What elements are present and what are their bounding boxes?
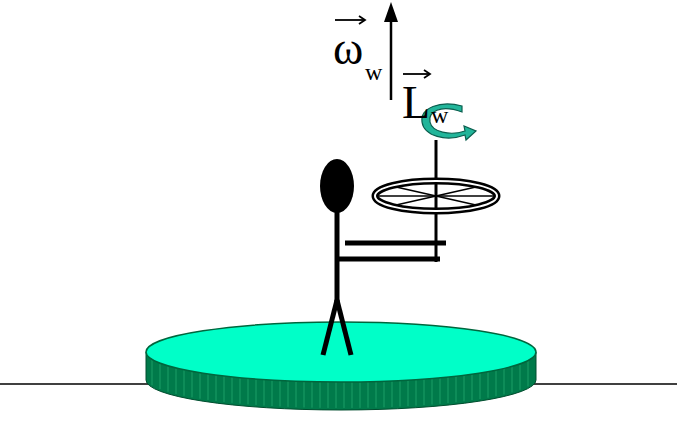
vector-arrow [390, 18, 393, 100]
vector-mark [335, 16, 365, 24]
subscript: w [431, 103, 448, 127]
vector-mark [403, 70, 430, 78]
arm [337, 257, 440, 262]
subscript: w [365, 60, 382, 84]
leg [337, 300, 351, 355]
turntable-top [146, 322, 536, 382]
head [320, 159, 354, 213]
symbol-l: L [402, 80, 430, 126]
wheel-axle [435, 140, 438, 262]
symbol-omega: ω [333, 26, 363, 72]
arrowhead [384, 2, 398, 22]
leg [323, 300, 337, 355]
bicycle-wheel [375, 181, 497, 211]
arm [345, 241, 446, 246]
